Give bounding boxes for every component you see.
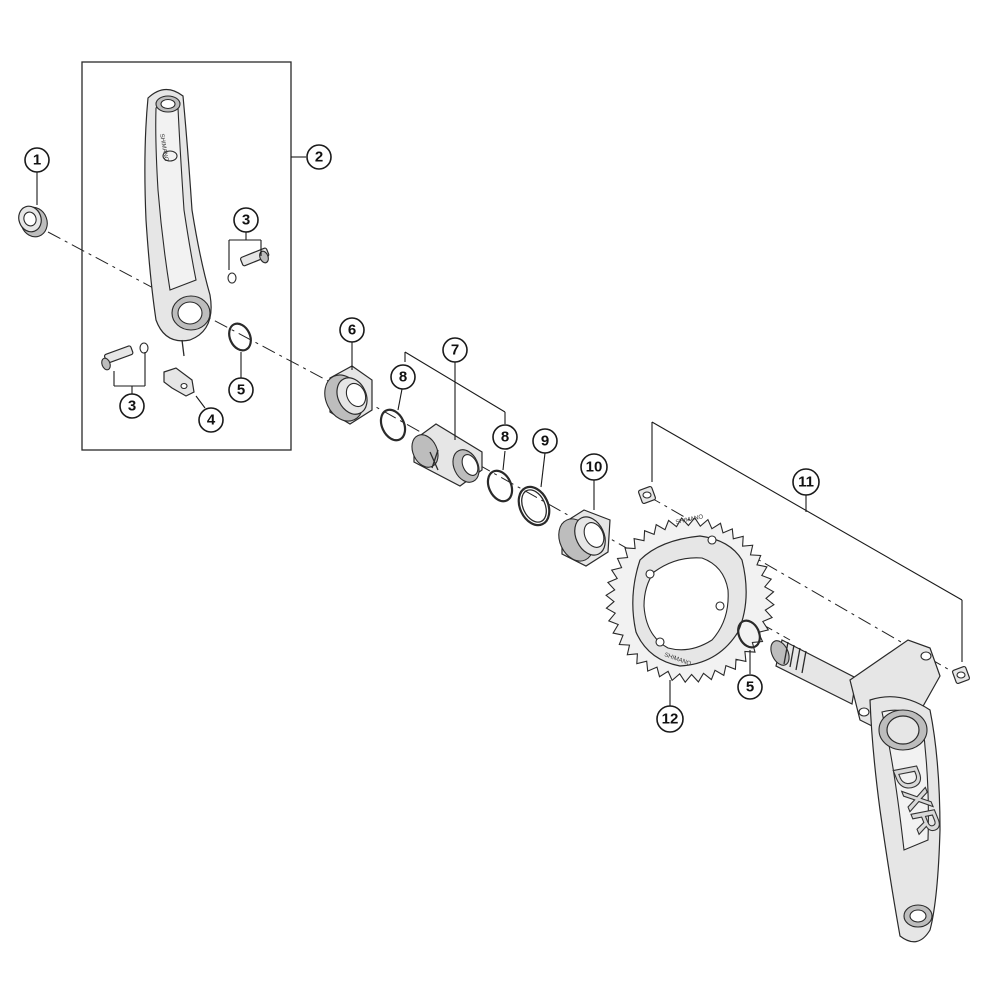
svg-text:6: 6 [348, 322, 356, 339]
callout-12: 12 [656, 705, 684, 733]
svg-text:SHIMANO: SHIMANO [158, 133, 169, 162]
callout-7: 7 [442, 337, 468, 363]
leader-8a [397, 388, 403, 411]
right-bearing-cup [558, 509, 611, 567]
svg-text:9: 9 [541, 433, 549, 450]
svg-text:11: 11 [798, 474, 814, 491]
callout-9: 9 [532, 428, 558, 454]
callout-11: 11 [792, 468, 820, 496]
callout-5b: 5 [737, 674, 763, 700]
crank-fixing-cap [18, 205, 48, 238]
leader-4 [195, 395, 206, 409]
crank-spacer-left [228, 322, 252, 352]
callout-3a-bracket [228, 232, 262, 270]
callout-3a: 3 [233, 207, 259, 233]
callout-8a: 8 [390, 364, 416, 390]
inner-cover-sleeve [411, 423, 483, 487]
callout-2: 2 [306, 144, 332, 170]
svg-text:3: 3 [242, 212, 250, 229]
callout-8b: 8 [492, 424, 518, 450]
bb-spacer-right [486, 469, 514, 503]
svg-text:7: 7 [451, 342, 459, 359]
callout-10: 10 [580, 453, 608, 481]
pinch-bolt-upper [227, 247, 270, 284]
bb-spacer-left [379, 408, 407, 442]
callout-6: 6 [339, 317, 365, 343]
svg-text:12: 12 [662, 711, 679, 728]
right-crank-arm-with-spindle: DXR [770, 639, 948, 943]
left-crank-arm: SHIMANO [144, 88, 212, 357]
svg-text:1: 1 [33, 152, 41, 169]
callout-7-8-bracket [404, 351, 506, 440]
leader-9 [540, 452, 546, 488]
left-crank-assembly-frame [81, 61, 292, 451]
chainring-bolt-nut [637, 485, 657, 505]
callout-1: 1 [24, 147, 50, 173]
bb-spacer-thin [517, 485, 551, 527]
crank-spacer-right [737, 619, 761, 649]
svg-text:2: 2 [315, 149, 323, 166]
svg-text:10: 10 [586, 459, 603, 476]
callout-5a: 5 [228, 377, 254, 403]
svg-text:5: 5 [746, 679, 754, 696]
safety-plate [163, 367, 195, 397]
spindle-splines [783, 641, 807, 674]
svg-text:8: 8 [399, 369, 407, 386]
chainring-brand-top: SHIMANO [675, 514, 704, 526]
svg-text:4: 4 [207, 412, 216, 429]
chainring: SHIMANO SHIMANO [605, 514, 775, 684]
left-bearing-cup [324, 365, 373, 425]
pinch-bolt-lower [101, 342, 149, 371]
leader-8b [502, 450, 506, 471]
callout-4: 4 [198, 407, 224, 433]
svg-text:8: 8 [501, 429, 509, 446]
callout-3b-bracket [113, 352, 146, 394]
svg-text:3: 3 [128, 398, 136, 415]
callout-11-bracket [651, 421, 963, 662]
callout-3b: 3 [119, 393, 145, 419]
chainring-bolt [951, 665, 971, 685]
svg-text:5: 5 [237, 382, 245, 399]
